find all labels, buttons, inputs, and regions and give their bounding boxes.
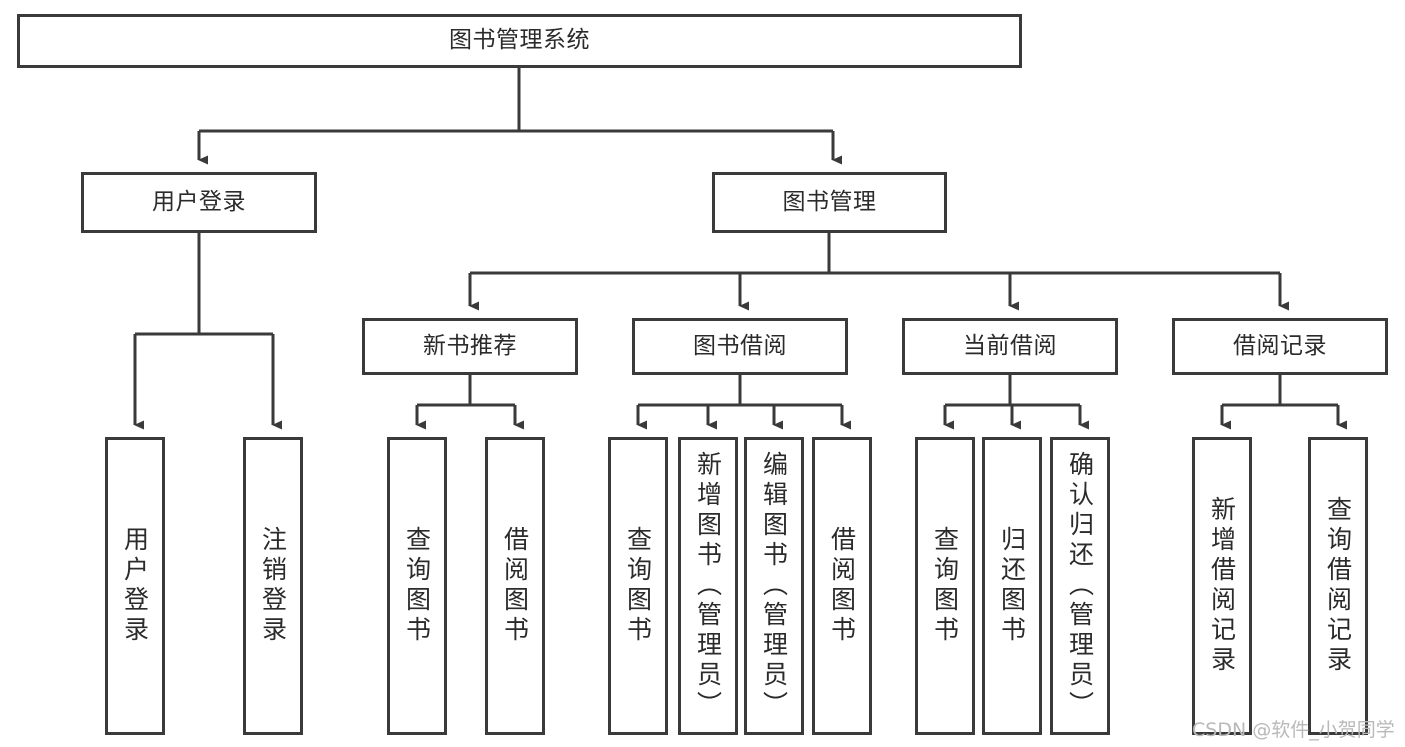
node-label: 注销登录	[258, 526, 288, 646]
leaf-query-book-borrow[interactable]: 查询图书	[608, 437, 668, 735]
node-book-borrow[interactable]: 图书借阅	[632, 318, 848, 375]
node-label: 用户登录	[120, 526, 150, 646]
leaf-add-book-admin[interactable]: 新增图书（管理员）	[678, 437, 738, 735]
node-label: 图书借阅	[693, 332, 787, 359]
leaf-edit-book-admin[interactable]: 编辑图书（管理员）	[744, 437, 804, 735]
leaf-query-borrow-record[interactable]: 查询借阅记录	[1308, 437, 1368, 735]
node-current-borrow[interactable]: 当前借阅	[902, 318, 1118, 375]
node-label: 借阅图书	[827, 526, 857, 646]
node-label: 查询图书	[402, 526, 432, 646]
leaf-query-book-current[interactable]: 查询图书	[915, 437, 975, 735]
leaf-add-borrow-record[interactable]: 新增借阅记录	[1192, 437, 1252, 735]
node-label: 归还图书	[997, 526, 1027, 646]
node-user-login[interactable]: 用户登录	[81, 172, 317, 233]
node-label: 用户登录	[152, 188, 246, 215]
node-label: 新增借阅记录	[1207, 496, 1237, 676]
node-label: 借阅图书	[500, 526, 530, 646]
node-root-system[interactable]: 图书管理系统	[17, 14, 1022, 68]
leaf-return-book[interactable]: 归还图书	[982, 437, 1042, 735]
node-label: 编辑图书（管理员）	[759, 451, 789, 721]
leaf-borrow-book-recommend[interactable]: 借阅图书	[485, 437, 545, 735]
node-label: 查询图书	[930, 526, 960, 646]
leaf-confirm-return-admin[interactable]: 确认归还（管理员）	[1050, 437, 1110, 735]
leaf-user-login[interactable]: 用户登录	[105, 437, 165, 735]
node-label: 图书管理	[782, 188, 877, 215]
csdn-watermark: CSDN @软件_小贺同学	[1192, 719, 1395, 741]
leaf-logout[interactable]: 注销登录	[243, 437, 303, 735]
node-new-book-recommend[interactable]: 新书推荐	[362, 318, 578, 375]
leaf-borrow-book[interactable]: 借阅图书	[812, 437, 872, 735]
node-label: 查询图书	[623, 526, 653, 646]
leaf-query-book-recommend[interactable]: 查询图书	[387, 437, 447, 735]
node-label: 确认归还（管理员）	[1065, 451, 1095, 721]
node-label: 图书管理系统	[449, 27, 590, 54]
node-label: 查询借阅记录	[1323, 496, 1353, 676]
node-label: 借阅记录	[1233, 332, 1327, 359]
node-label: 新增图书（管理员）	[693, 451, 723, 721]
node-book-management[interactable]: 图书管理	[712, 172, 947, 233]
node-label: 新书推荐	[423, 332, 517, 359]
node-label: 当前借阅	[963, 332, 1057, 359]
node-borrow-records[interactable]: 借阅记录	[1172, 318, 1388, 375]
